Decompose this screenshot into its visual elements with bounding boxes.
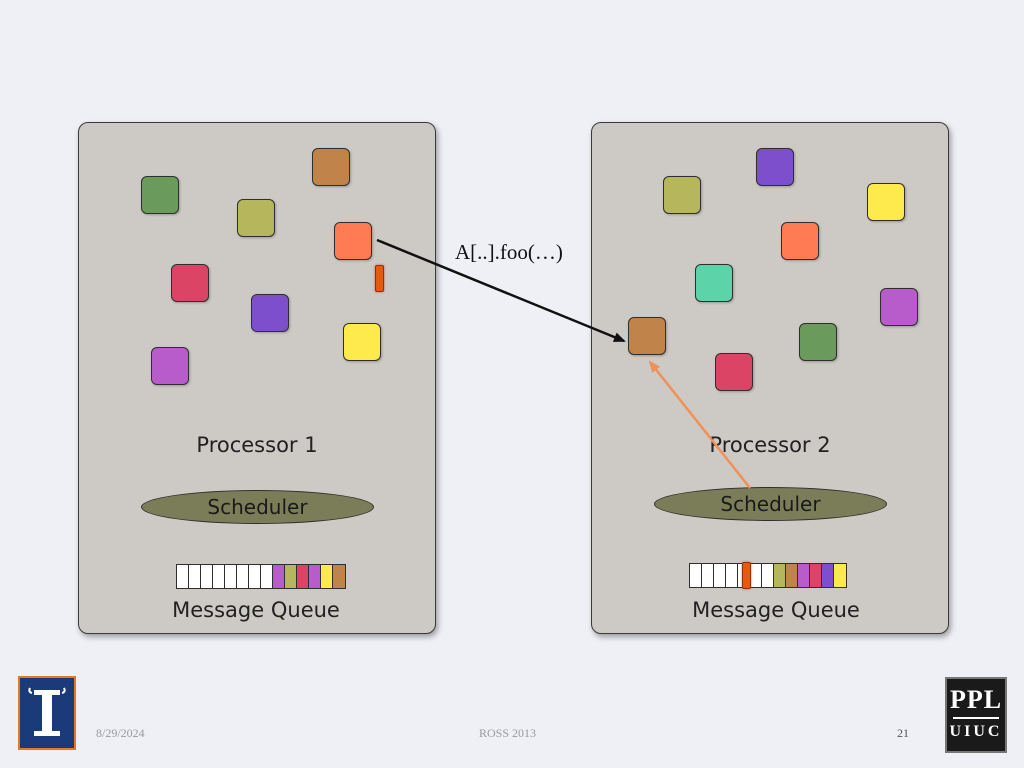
queue-cell [702,564,714,587]
message-marker [742,562,751,589]
queue-cell [309,565,321,588]
message-queue-label: Message Queue [692,598,860,622]
queue-cell [786,564,798,587]
queue-cell [798,564,810,587]
queue-cell [690,564,702,587]
processor-1-panel: Processor 1 Scheduler Message Queue [78,122,436,634]
processor-2-panel: Processor 2 Scheduler Message Queue [591,122,949,634]
chare-object [141,176,179,214]
method-call-label: A[..].foo(…) [455,240,563,264]
chare-object [781,222,819,260]
processor-label: Processor 2 [709,433,831,457]
chare-object-receiver [628,317,666,355]
queue-cell [273,565,285,588]
scheduler-ellipse: Scheduler [654,487,887,521]
chare-object [151,347,189,385]
illinois-i-icon [20,678,74,748]
chare-object [312,148,350,186]
queue-cell [213,565,225,588]
chare-object [715,353,753,391]
queue-cell [189,565,201,588]
queue-cell [810,564,822,587]
queue-cell [714,564,726,587]
ppl-logo-divider [953,717,999,719]
ppl-logo-text: PPL [949,685,1003,714]
message-marker [375,265,384,292]
queue-cell [225,565,237,588]
chare-object [695,264,733,302]
scheduler-ellipse: Scheduler [141,490,374,524]
chare-object [799,323,837,361]
queue-cell [285,565,297,588]
queue-cell [237,565,249,588]
chare-object [171,264,209,302]
footer-date: 8/29/2024 [96,726,145,740]
queue-cell [762,564,774,587]
footer-title: ROSS 2013 [479,726,537,740]
queue-cell [774,564,786,587]
processor-label: Processor 1 [196,433,318,457]
queue-cell [822,564,834,587]
queue-cell [297,565,309,588]
message-queue [176,564,346,589]
chare-object-sender [334,222,372,260]
ppl-logo: PPL UIUC [945,677,1007,753]
queue-cell [321,565,333,588]
queue-cell [249,565,261,588]
send-message-arrow [376,238,626,343]
queue-cell [333,565,345,588]
message-queue-label: Message Queue [172,598,340,622]
schedule-arrow [648,360,751,489]
chare-object [343,323,381,361]
queue-cell [177,565,189,588]
queue-cell [750,564,762,587]
chare-object [251,294,289,332]
queue-cell [201,565,213,588]
ppl-logo-subtext: UIUC [949,723,1003,740]
message-queue [689,563,847,588]
queue-cell [726,564,738,587]
chare-object [756,148,794,186]
chare-object [663,176,701,214]
queue-cell [834,564,846,587]
chare-object [237,199,275,237]
uiuc-logo [18,676,76,750]
chare-object [880,288,918,326]
page-number: 21 [897,726,909,740]
chare-object [867,183,905,221]
queue-cell [261,565,273,588]
